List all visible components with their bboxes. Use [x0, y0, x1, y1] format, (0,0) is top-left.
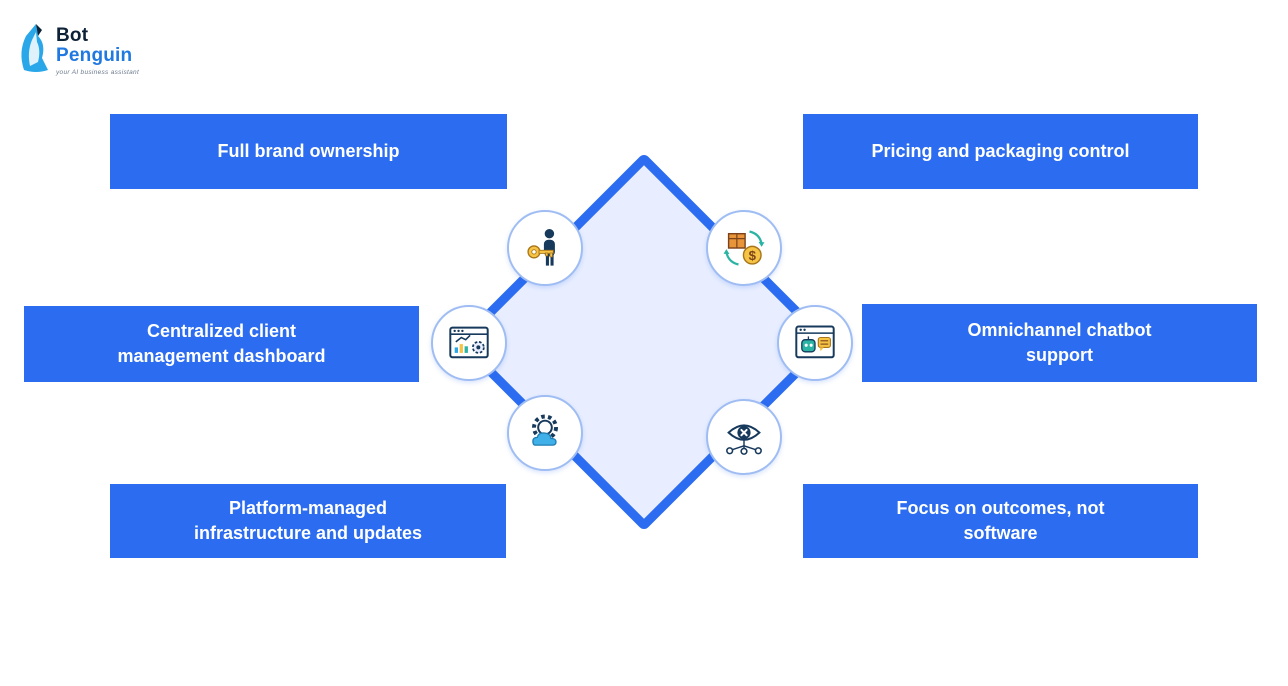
benefit-omnichannel-chatbot-support: Omnichannel chatbot support	[862, 304, 1257, 382]
svg-text:$: $	[749, 248, 757, 263]
person-with-key-icon	[527, 228, 555, 266]
icon-circle-pricing-control: $	[706, 210, 782, 286]
benefit-focus-on-outcomes: Focus on outcomes, not software	[803, 484, 1198, 558]
network-eye-icon	[726, 424, 762, 455]
logo-penguin-text: Penguin	[56, 44, 133, 66]
chatbot-window-icon	[795, 325, 835, 359]
package-dollar-exchange-icon: $	[723, 230, 765, 266]
botpenguin-logo: Bot Penguin your AI business assistant	[16, 22, 139, 77]
benefit-full-brand-ownership: Full brand ownership	[110, 114, 507, 189]
benefit-centralized-client-dashboard: Centralized client management dashboard	[24, 306, 419, 382]
icon-circle-brand-ownership	[507, 210, 583, 286]
dashboard-window-icon	[449, 326, 489, 359]
icon-circle-managed-infrastructure	[507, 395, 583, 471]
icon-circle-focus-outcomes	[706, 399, 782, 475]
icon-circle-omnichannel-chatbot	[777, 305, 853, 381]
logo-tagline: your AI business assistant	[56, 68, 140, 76]
benefit-platform-managed-infrastructure: Platform-managed infrastructure and upda…	[110, 484, 506, 558]
icon-circle-client-dashboard	[431, 305, 507, 381]
logo-text: Bot Penguin your AI business assistant	[56, 22, 139, 77]
penguin-icon	[21, 24, 48, 72]
cloud-gear-icon	[532, 414, 558, 446]
logo-bot-text: Bot	[56, 25, 89, 46]
benefit-pricing-packaging-control: Pricing and packaging control	[803, 114, 1198, 189]
